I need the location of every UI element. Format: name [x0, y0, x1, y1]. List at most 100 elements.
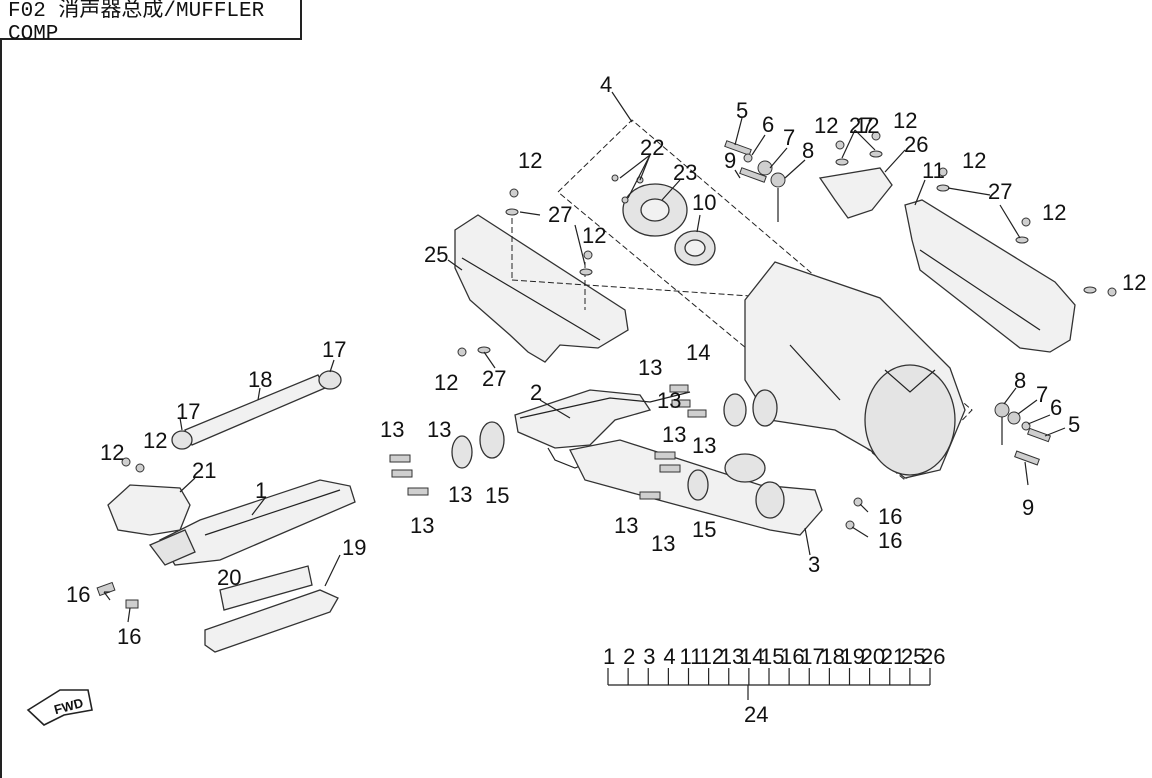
kit-item-14: 14 — [740, 644, 764, 669]
kit-item-17: 17 — [800, 644, 824, 669]
gasket-14b — [752, 389, 778, 427]
kit-item-21: 21 — [881, 644, 905, 669]
callout-c12b: 12 — [582, 223, 606, 248]
callout-c13g: 13 — [692, 433, 716, 458]
callout-c22: 22 — [640, 135, 664, 160]
heat-shield-21 — [107, 484, 191, 536]
callout-c16d: 16 — [878, 528, 902, 553]
gasket-15d — [755, 481, 785, 519]
kit-item-26: 26 — [921, 644, 945, 669]
callout-c13a: 13 — [380, 417, 404, 442]
callout-c27c: 27 — [988, 179, 1012, 204]
callout-c20: 20 — [217, 565, 241, 590]
gasket-14 — [723, 393, 747, 427]
kit-item-11: 11 — [680, 644, 703, 669]
callout-c12e: 12 — [962, 148, 986, 173]
callout-c13i: 13 — [614, 513, 638, 538]
kit-item-15: 15 — [760, 644, 784, 669]
kit-item-18: 18 — [820, 644, 844, 669]
kit-item-3: 3 — [643, 644, 655, 669]
callout-c26: 26 — [904, 132, 928, 157]
callout-c7a: 7 — [783, 125, 795, 150]
callout-c9a: 9 — [724, 148, 736, 173]
mid-pipe-2 — [514, 389, 652, 449]
callout-c13f: 13 — [662, 422, 686, 447]
heat-shield-25 — [454, 214, 629, 363]
callout-c27a: 27 — [548, 202, 572, 227]
callout-c23: 23 — [673, 160, 697, 185]
callout-c13h: 13 — [448, 482, 472, 507]
kit-item-20: 20 — [861, 644, 885, 669]
kit-label-24: 24 — [744, 702, 768, 727]
gasket-15a — [451, 435, 473, 469]
callout-c1: 1 — [255, 478, 267, 503]
heat-shield-26 — [818, 167, 893, 219]
callout-c12k: 12 — [855, 113, 879, 138]
callout-c27d: 27 — [482, 366, 506, 391]
callout-c25: 25 — [424, 242, 448, 267]
callout-c18: 18 — [248, 367, 272, 392]
callout-c12h: 12 — [434, 370, 458, 395]
callout-c8b: 8 — [1014, 368, 1026, 393]
callout-c3: 3 — [808, 552, 820, 577]
clamp-17-lower — [171, 430, 193, 450]
callout-c15b: 15 — [692, 517, 716, 542]
pipe-3-flange — [724, 453, 766, 483]
callout-c2: 2 — [530, 380, 542, 405]
callout-c12j: 12 — [143, 428, 167, 453]
kit-item-12: 12 — [700, 644, 724, 669]
callout-c12a: 12 — [518, 148, 542, 173]
callout-c4: 4 — [600, 72, 612, 97]
bracket — [148, 529, 196, 566]
gasket-15c — [687, 469, 709, 501]
callout-c16c: 16 — [878, 504, 902, 529]
callout-c5b: 5 — [1068, 412, 1080, 437]
leader-lines — [103, 117, 1066, 623]
callout-c17b: 17 — [176, 399, 200, 424]
kit-bracket-24 — [608, 684, 930, 700]
callout-c16a: 16 — [66, 582, 90, 607]
clamp-17-upper — [318, 370, 342, 390]
muffler-end-cap — [864, 364, 956, 476]
callout-c16b: 16 — [117, 624, 141, 649]
heat-shield-20 — [219, 565, 313, 611]
callout-c13d: 13 — [638, 355, 662, 380]
kit-item-4: 4 — [663, 644, 675, 669]
callout-c10: 10 — [692, 190, 716, 215]
callout-c13e: 13 — [657, 388, 681, 413]
kit-item-13: 13 — [720, 644, 744, 669]
kit-item-1: 1 — [603, 644, 615, 669]
pipe-19 — [204, 589, 339, 653]
callout-c19: 19 — [342, 535, 366, 560]
diagram-title: F02 消声器总成/MUFFLER COMP — [0, 0, 302, 46]
fwd-label: FWD — [52, 695, 84, 717]
callout-c15a: 15 — [485, 483, 509, 508]
callout-c12d: 12 — [893, 108, 917, 133]
callout-c21: 21 — [192, 458, 216, 483]
callout-c12f: 12 — [1042, 200, 1066, 225]
fwd-arrow-icon: FWD — [26, 689, 93, 726]
callout-c6a: 6 — [762, 112, 774, 137]
kit-item-16: 16 — [780, 644, 804, 669]
callout-c27b: 27 — [849, 113, 873, 138]
callout-c5a: 5 — [736, 98, 748, 123]
kit-item-25: 25 — [901, 644, 925, 669]
callout-c9b: 9 — [1022, 495, 1034, 520]
callout-c14: 14 — [686, 340, 710, 365]
kit-item-2: 2 — [623, 644, 635, 669]
callout-c13j: 13 — [651, 531, 675, 556]
callout-c12c: 12 — [814, 113, 838, 138]
callout-c12g: 12 — [1122, 270, 1146, 295]
callout-c11: 11 — [922, 158, 945, 183]
kit-item-19: 19 — [841, 644, 865, 669]
callout-c17a: 17 — [322, 337, 346, 362]
callout-c7b: 7 — [1036, 382, 1048, 407]
heat-shield-11 — [904, 199, 1076, 353]
frame-border — [0, 40, 2, 778]
callout-c8a: 8 — [802, 138, 814, 163]
gasket-15b — [479, 421, 505, 459]
callout-c13b: 13 — [427, 417, 451, 442]
